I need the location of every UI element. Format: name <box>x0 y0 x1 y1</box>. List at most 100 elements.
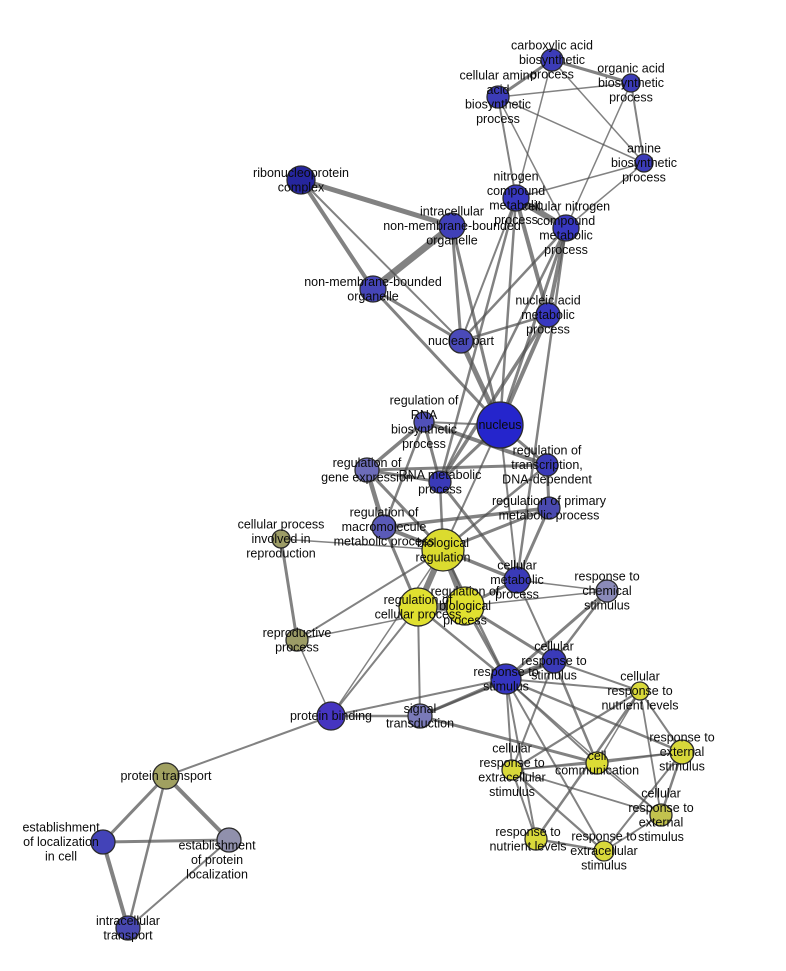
node-label-nuclear_part: nuclear part <box>428 334 495 348</box>
edge-cellular_response_to_stimulus--cellular_response_to_nutrient_levels <box>553 660 641 692</box>
edge-carboxylic_acid_biosynthetic_process--amine_biosynthetic_process <box>551 59 645 164</box>
edge-organic_acid_biosynthetic_process--cellular_amino_acid_biosynthetic_process <box>497 82 632 98</box>
node-cellular_metabolic_process[interactable] <box>503 566 531 594</box>
node-cellular_response_to_nutrient_levels[interactable] <box>630 681 650 701</box>
node-intracellular_non_membrane_bounded_organelle[interactable] <box>438 212 466 240</box>
node-protein_transport[interactable] <box>152 762 180 790</box>
node-cellular_amino_acid_biosynthetic_process[interactable] <box>486 85 510 109</box>
edge-ribonucleoprotein_complex--intracellular_non_membrane_bounded_organelle <box>298 177 455 229</box>
node-cellular_process_involved_in_reproduction[interactable] <box>271 529 291 549</box>
node-intracellular_transport[interactable] <box>115 915 141 941</box>
node-response_to_nutrient_levels[interactable] <box>524 827 548 851</box>
edge-response_to_external_stimulus--response_to_extracellular_stimulus <box>603 751 683 852</box>
edge-protein_binding--regulation_of_cellular_process <box>330 606 419 717</box>
edge-intracellular_non_membrane_bounded_organelle--nuclear_part <box>450 224 463 343</box>
node-biological_regulation[interactable] <box>421 528 465 572</box>
node-nucleic_acid_metabolic_process[interactable] <box>535 302 561 328</box>
edge-cellular_nitrogen_compound_metabolic_process--nucleus <box>498 226 568 427</box>
node-regulation_of_cellular_process[interactable] <box>398 587 438 627</box>
node-ribonucleoprotein_complex[interactable] <box>286 165 316 195</box>
node-rna_metabolic_process[interactable] <box>428 470 452 494</box>
edge-layer <box>101 58 684 930</box>
node-protein_binding[interactable] <box>316 701 346 731</box>
node-establishment_of_protein_localization[interactable] <box>216 827 242 853</box>
edge-protein_transport--establishment_of_protein_localization <box>164 774 231 842</box>
edge-cellular_nitrogen_compound_metabolic_process--rna_metabolic_process <box>438 226 568 484</box>
edge-cellular_response_to_extracellular_stimulus--response_to_extracellular_stimulus <box>510 768 606 853</box>
edge-nucleic_acid_metabolic_process--nuclear_part <box>459 313 550 343</box>
edge-nucleic_acid_metabolic_process--rna_metabolic_process <box>438 313 550 484</box>
edge-response_to_stimulus--cellular_response_to_external_stimulus <box>505 678 662 816</box>
node-non_membrane_bounded_organelle[interactable] <box>359 275 387 303</box>
node-response_to_extracellular_stimulus[interactable] <box>593 840 615 862</box>
edge-regulation_of_transcription_dna_dependent--regulation_of_gene_expression <box>365 463 549 472</box>
edge-protein_binding--response_to_stimulus <box>330 678 507 717</box>
node-regulation_of_gene_expression[interactable] <box>354 457 380 483</box>
edge-cellular_response_to_nutrient_levels--cellular_response_to_external_stimulus <box>639 690 662 816</box>
edge-establishment_of_localization_in_cell--establishment_of_protein_localization <box>101 838 231 844</box>
node-response_to_chemical_stimulus[interactable] <box>595 579 619 603</box>
node-organic_acid_biosynthetic_process[interactable] <box>621 73 641 93</box>
node-response_to_stimulus[interactable] <box>490 663 522 695</box>
node-label-protein_transport: protein transport <box>120 769 212 783</box>
node-cellular_nitrogen_compound_metabolic_process[interactable] <box>552 214 580 242</box>
edge-protein_binding--biological_regulation <box>330 549 444 717</box>
node-nucleus[interactable] <box>476 401 524 449</box>
edge-response_to_chemical_stimulus--regulation_of_biological_process <box>464 590 608 607</box>
node-nitrogen_compound_metabolic_process[interactable] <box>502 184 530 212</box>
node-regulation_of_primary_metabolic_process[interactable] <box>537 496 561 520</box>
edge-non_membrane_bounded_organelle--nucleus <box>371 287 502 427</box>
edge-cellular_amino_acid_biosynthetic_process--cellular_nitrogen_compound_metabolic_process <box>497 96 567 229</box>
edge-ribonucleoprotein_complex--non_membrane_bounded_organelle <box>299 178 375 291</box>
node-regulation_of_transcription_dna_dependent[interactable] <box>535 453 559 477</box>
node-carboxylic_acid_biosynthetic_process[interactable] <box>540 48 564 72</box>
node-nuclear_part[interactable] <box>448 328 474 354</box>
node-reproductive_process[interactable] <box>285 628 309 652</box>
edge-cellular_amino_acid_biosynthetic_process--nitrogen_compound_metabolic_process <box>497 96 517 199</box>
edge-reproductive_process--biological_regulation <box>296 549 444 641</box>
edge-cellular_nitrogen_compound_metabolic_process--nuclear_part <box>459 226 568 343</box>
edge-carboxylic_acid_biosynthetic_process--nitrogen_compound_metabolic_process <box>515 59 553 199</box>
edge-regulation_of_primary_metabolic_process--regulation_of_macromolecule_metabolic_process <box>382 506 551 529</box>
node-response_to_external_stimulus[interactable] <box>669 739 695 765</box>
edge-cellular_process_involved_in_reproduction--biological_regulation <box>280 538 444 551</box>
edge-cell_communication--cellular_response_to_extracellular_stimulus <box>511 762 598 771</box>
node-cell_communication[interactable] <box>585 751 609 775</box>
node-cellular_response_to_extracellular_stimulus[interactable] <box>501 759 523 781</box>
edge-response_to_stimulus--response_to_external_stimulus <box>504 677 684 754</box>
node-cellular_response_to_external_stimulus[interactable] <box>649 803 673 827</box>
node-regulation_of_biological_process[interactable] <box>445 586 485 626</box>
edge-protein_transport--intracellular_transport <box>126 774 168 930</box>
node-label-nucleus: nucleus <box>478 418 521 432</box>
node-regulation_of_rna_biosynthetic_process[interactable] <box>413 411 435 433</box>
node-amine_biosynthetic_process[interactable] <box>634 153 654 173</box>
edge-cell_communication--cellular_response_to_external_stimulus <box>596 762 662 816</box>
node-cellular_response_to_stimulus[interactable] <box>541 648 567 674</box>
edge-establishment_of_localization_in_cell--intracellular_transport <box>101 840 130 930</box>
node-regulation_of_macromolecule_metabolic_process[interactable] <box>371 514 397 540</box>
node-establishment_of_localization_in_cell[interactable] <box>90 829 116 855</box>
node-signal_transduction[interactable] <box>407 703 433 729</box>
edge-organic_acid_biosynthetic_process--cellular_nitrogen_compound_metabolic_process <box>565 82 632 229</box>
edge-regulation_of_rna_biosynthetic_process--regulation_of_macromolecule_metabolic_process <box>382 420 426 529</box>
edge-cellular_metabolic_process--cellular_response_to_stimulus <box>516 579 555 662</box>
edge-cellular_process_involved_in_reproduction--reproductive_process <box>279 537 299 642</box>
